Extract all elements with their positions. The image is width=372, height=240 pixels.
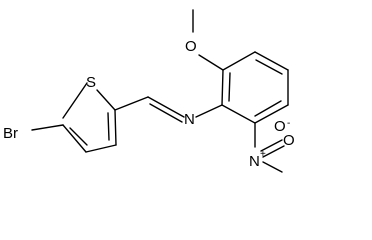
bond-nitro-n-o-top-inner bbox=[262, 145, 285, 158]
atom-o-methoxy: O bbox=[185, 38, 197, 55]
bond-nitro-n-o-right bbox=[262, 161, 283, 173]
atom-o-nitro-top: O bbox=[283, 132, 295, 149]
bond-c2-ch bbox=[114, 96, 149, 111]
bond-nitro-n-o-top bbox=[260, 139, 283, 152]
bond-c1-c2 bbox=[221, 69, 224, 106]
atom-o-nitro-right: O bbox=[274, 118, 286, 135]
atom-o-nitro-right-charge: - bbox=[287, 118, 290, 129]
bond-c5-c6-inner bbox=[254, 100, 282, 117]
atom-s: S bbox=[86, 74, 96, 91]
bond-c5-br bbox=[31, 124, 64, 131]
thiophene-ring bbox=[62, 82, 117, 153]
atom-n-nitro: N bbox=[249, 153, 260, 170]
atom-br: Br bbox=[3, 125, 18, 142]
bond-ch-n-inner bbox=[149, 103, 183, 123]
benzene-ring bbox=[221, 51, 289, 124]
bond-c3-c4 bbox=[254, 51, 289, 71]
atom-n-imine: N bbox=[184, 111, 195, 128]
bond-c4-c3 bbox=[85, 144, 117, 153]
bond-c3-c2-inner bbox=[107, 112, 110, 141]
molecule-drawing: Br S N O N + O O - bbox=[3, 9, 295, 173]
bond-n-aryl bbox=[195, 104, 223, 118]
bond-c3-c4-inner bbox=[255, 59, 283, 75]
bond-c3-c2 bbox=[114, 109, 117, 146]
bond-c2-c3 bbox=[222, 51, 256, 71]
bond-c5-c4-inner bbox=[69, 127, 88, 146]
bond-c2-o bbox=[198, 54, 224, 71]
structure-diagram: Br S N O N + O O - bbox=[3, 9, 295, 173]
atom-n-nitro-charge: + bbox=[260, 149, 266, 160]
bond-c1-c2-inner bbox=[228, 72, 231, 102]
bond-s-c5 bbox=[62, 82, 88, 119]
bond-ch-n bbox=[147, 96, 185, 118]
bond-c5-c4 bbox=[62, 124, 87, 153]
bond-c5-c6 bbox=[254, 104, 289, 124]
bond-c6-c1 bbox=[221, 104, 256, 124]
bond-c2-s bbox=[96, 89, 116, 111]
